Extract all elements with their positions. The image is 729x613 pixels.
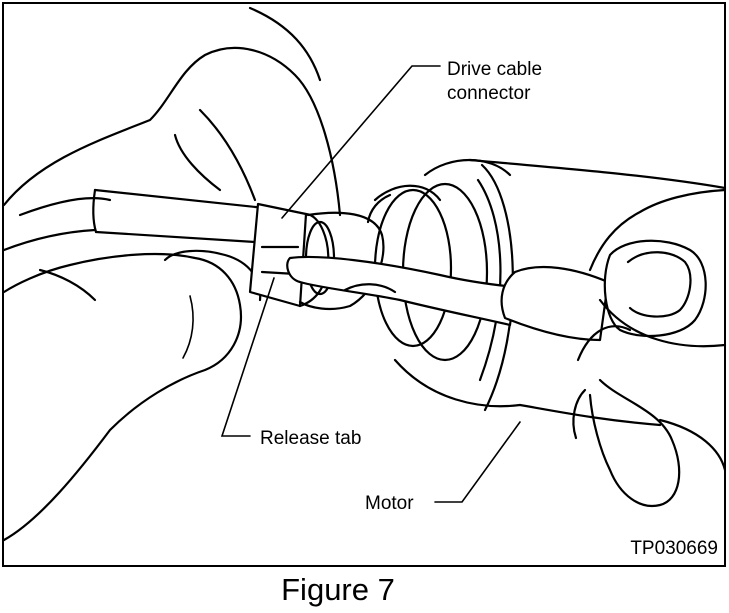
drive-cable-connector bbox=[248, 202, 330, 308]
figure-caption: Figure 7 bbox=[281, 572, 395, 607]
figure-frame bbox=[2, 2, 726, 567]
upper-hand-drawing bbox=[2, 6, 342, 252]
motor bbox=[366, 158, 727, 427]
label-motor: Motor bbox=[365, 493, 414, 514]
leader-release-tab bbox=[220, 277, 275, 437]
label-drive-cable-connector-line1: Drive cable bbox=[447, 59, 542, 80]
right-hand-drawing bbox=[572, 188, 727, 508]
leader-drive-cable-connector bbox=[281, 65, 441, 219]
lower-hand-drawing bbox=[2, 249, 262, 542]
screwdriver bbox=[286, 255, 610, 342]
label-drive-cable-connector-line2: connector bbox=[447, 83, 531, 104]
drive-cable bbox=[92, 188, 267, 244]
figure-code: TP030669 bbox=[630, 538, 718, 559]
label-release-tab: Release tab bbox=[260, 428, 361, 449]
callout-leaders bbox=[220, 65, 521, 503]
leader-motor bbox=[434, 421, 521, 503]
